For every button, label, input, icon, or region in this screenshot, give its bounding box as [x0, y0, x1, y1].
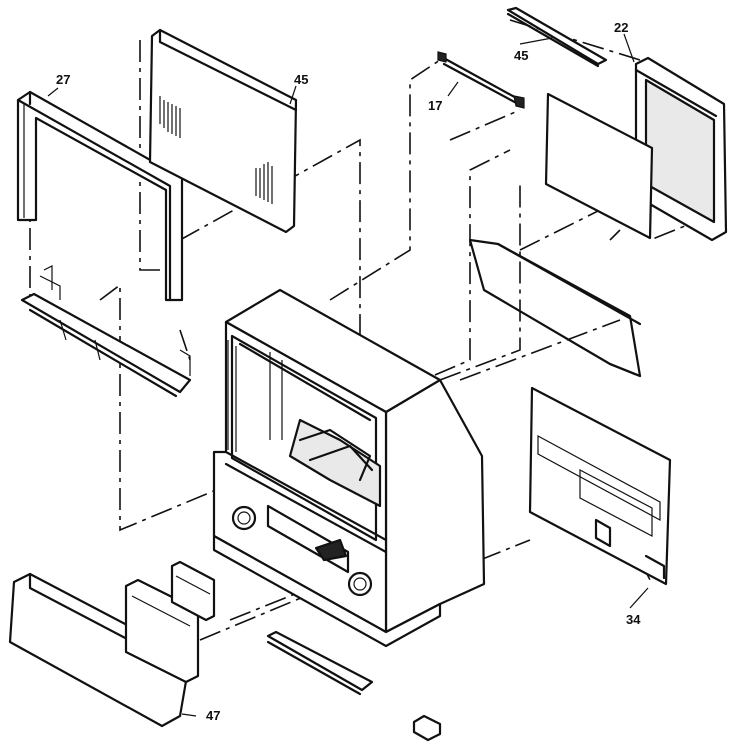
part-45-top-strip — [506, 6, 608, 68]
part-trim-bar — [266, 630, 374, 696]
part-speaker-brackets — [124, 560, 216, 684]
callout-leaders — [47, 33, 649, 717]
main-cabinet — [212, 288, 486, 648]
part-small-clip — [412, 714, 442, 742]
callout-22: 22 — [614, 20, 628, 35]
part-lower-rail — [20, 265, 192, 398]
part-22-mirror-frame — [634, 56, 728, 242]
part-glass-panel — [544, 92, 654, 240]
callout-17: 17 — [428, 98, 442, 113]
callout-47: 47 — [206, 708, 220, 723]
part-45-screen-panel — [148, 28, 298, 234]
part-34-rear-panel — [528, 386, 672, 586]
part-mirror-assembly — [468, 238, 642, 378]
callout-45-strip: 45 — [514, 48, 528, 63]
callout-45-screen: 45 — [294, 72, 308, 87]
part-27-front-frame — [16, 90, 184, 302]
callout-27: 27 — [56, 72, 70, 87]
callout-34: 34 — [626, 612, 641, 627]
part-17-rod — [437, 51, 525, 109]
